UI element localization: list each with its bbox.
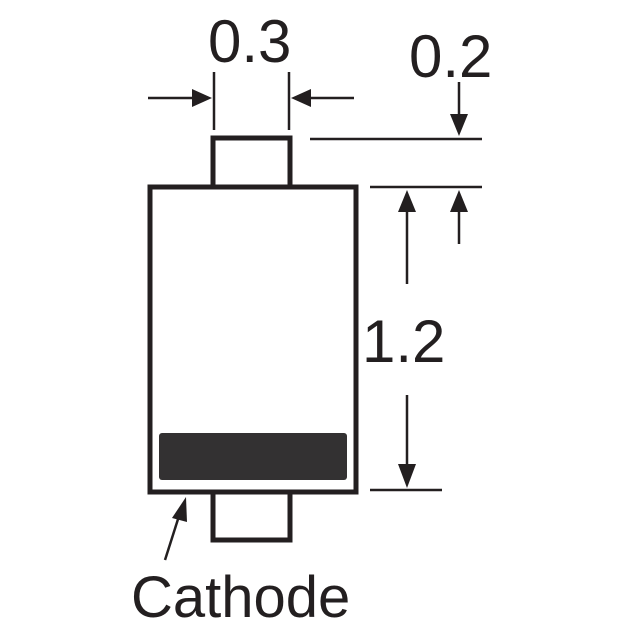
lead-length-value: 0.2 [409,23,492,90]
lead-width-dimension: 0.3 [148,8,354,130]
lead-width-arrow-left-head [192,89,212,107]
cathode-band [159,433,347,480]
cathode-label: Cathode [131,565,350,630]
cathode-leader-arrowhead [172,497,187,522]
cathode-callout: Cathode [131,497,350,630]
body-length-dimension: 1.2 [362,190,445,492]
body-length-arrow-up-head [398,190,416,212]
body-length-arrow-down-head [398,464,416,488]
lead-width-value: 0.3 [208,8,291,75]
body-length-value: 1.2 [362,308,445,375]
lead-length-dimension: 0.2 [310,23,492,244]
lead-length-arrow-down-head [450,114,468,136]
top-lead [210,135,293,191]
lead-length-arrow-up-head [450,190,468,212]
bottom-lead [210,487,293,543]
lead-width-arrow-right-head [291,89,311,107]
cathode-leader-line [163,515,181,561]
